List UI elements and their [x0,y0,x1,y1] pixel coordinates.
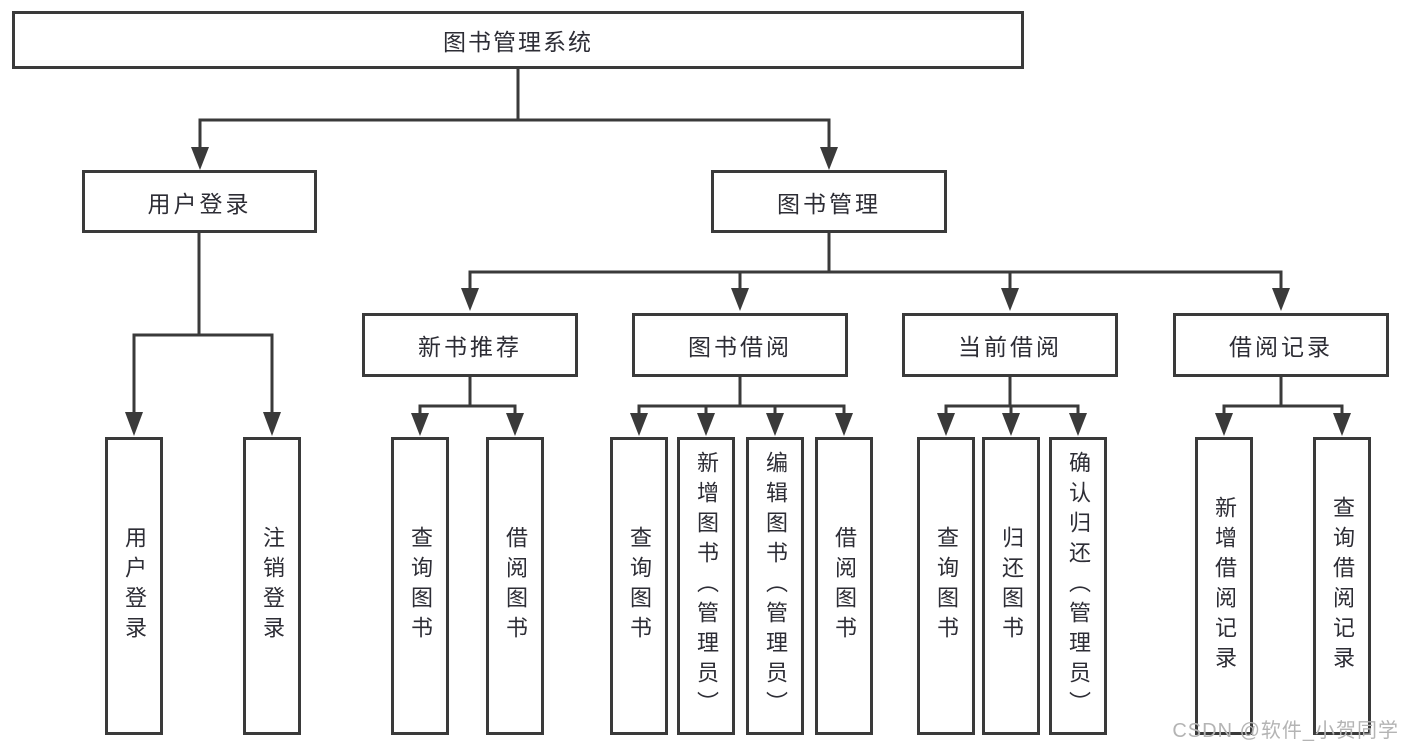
node-user-login: 用户登录 [82,170,317,233]
arrowhead [1215,413,1233,436]
leaf-logout: 注销登录 [243,437,301,735]
connector-book-mgmt-children [461,231,1290,311]
node-label: 新书推荐 [418,334,522,360]
arrowhead [937,413,955,436]
leaf-return-book: 归还图书 [982,437,1040,735]
leaf-query-books-current: 查询图书 [917,437,975,735]
leaf-edit-book-admin: 编辑图书（管理员） [746,437,804,735]
connector-user-login-children [125,231,281,436]
leaf-label: 查询图书 [627,526,652,646]
arrowhead [766,413,784,436]
leaf-label: 用户登录 [122,526,147,646]
leaf-label: 查询图书 [408,526,433,646]
node-label: 图书管理 [777,190,881,217]
node-book-borrowing: 图书借阅 [632,313,848,377]
leaf-label: 借阅图书 [832,526,857,646]
leaf-label: 注销登录 [260,526,285,646]
node-label: 图书管理系统 [443,29,593,55]
leaf-borrow-books-borrowing: 借阅图书 [815,437,873,735]
node-new-books: 新书推荐 [362,313,578,377]
arrowhead [411,413,429,436]
node-label: 用户登录 [147,190,252,217]
leaf-query-books-borrowing: 查询图书 [610,437,668,735]
connector-new-books-children [411,375,524,436]
arrowhead [191,147,209,170]
node-current-borrowing: 当前借阅 [902,313,1118,377]
arrowhead [835,413,853,436]
leaf-label: 新增图书（管理员） [694,451,719,721]
arrowhead [125,412,143,436]
leaf-confirm-return-admin: 确认归还（管理员） [1049,437,1107,735]
node-label: 图书借阅 [688,334,792,360]
leaf-query-books-newbooks: 查询图书 [391,437,449,735]
node-root: 图书管理系统 [12,11,1024,69]
connector-current-borrowing-children [937,375,1087,436]
arrowhead [1272,288,1290,311]
arrowhead [697,413,715,436]
arrowhead [263,412,281,436]
leaf-label: 新增借阅记录 [1212,496,1237,676]
leaf-label: 编辑图书（管理员） [763,451,788,721]
leaf-label: 借阅图书 [503,526,528,646]
leaf-add-book-admin: 新增图书（管理员） [677,437,735,735]
leaf-label: 查询图书 [934,526,959,646]
arrowhead [820,147,838,170]
arrowhead [1333,413,1351,436]
node-book-mgmt: 图书管理 [711,170,947,233]
arrowhead [1002,413,1020,436]
connector-borrow-records-children [1215,375,1351,436]
node-borrow-records: 借阅记录 [1173,313,1389,377]
leaf-label: 确认归还（管理员） [1066,451,1091,721]
node-label: 借阅记录 [1229,334,1333,360]
arrowhead [1001,288,1019,311]
connector-root-split [191,67,838,170]
leaf-add-borrow-record: 新增借阅记录 [1195,437,1253,735]
leaf-label: 查询借阅记录 [1330,496,1355,676]
arrowhead [731,288,749,311]
connector-book-borrowing-children [630,375,853,436]
leaf-query-borrow-record: 查询借阅记录 [1313,437,1371,735]
watermark: CSDN @软件_小贺同学 [1172,720,1399,742]
arrowhead [461,288,479,311]
leaf-user-login: 用户登录 [105,437,163,735]
leaf-borrow-books-newbooks: 借阅图书 [486,437,544,735]
node-label: 当前借阅 [958,334,1062,360]
arrowhead [1069,413,1087,436]
arrowhead [630,413,648,436]
arrowhead [506,413,524,436]
leaf-label: 归还图书 [999,526,1024,646]
